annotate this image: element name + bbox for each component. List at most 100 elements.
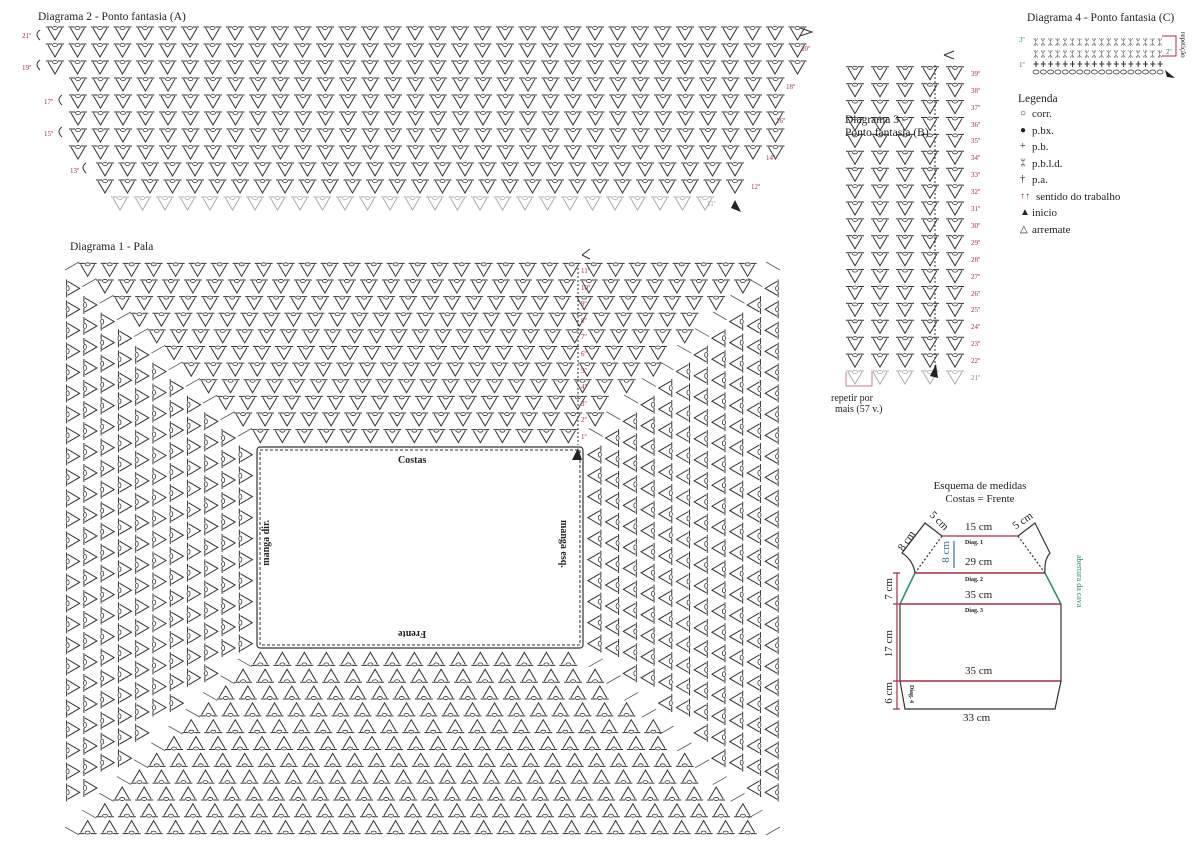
v-stitch bbox=[542, 412, 561, 428]
v-stitch bbox=[693, 492, 709, 511]
v-stitch bbox=[306, 312, 325, 328]
v-stitch bbox=[608, 43, 627, 58]
v-stitch bbox=[468, 718, 487, 734]
v-stitch bbox=[317, 651, 336, 667]
v-stitch bbox=[896, 99, 914, 115]
v-stitch bbox=[169, 400, 185, 419]
v-stitch bbox=[645, 279, 664, 294]
v-stitch bbox=[336, 196, 354, 211]
v-stitch bbox=[159, 111, 177, 126]
v-stitch bbox=[496, 60, 514, 75]
v-stitch bbox=[300, 412, 319, 428]
v-stitch bbox=[284, 312, 303, 328]
v-stitch bbox=[482, 769, 501, 785]
v-stitch bbox=[579, 802, 598, 818]
d3-row-label: 27º bbox=[971, 272, 981, 281]
v-stitch bbox=[490, 362, 509, 378]
v-stitch bbox=[348, 395, 367, 411]
v-stitch bbox=[117, 644, 133, 663]
v-stitch bbox=[871, 268, 889, 284]
svg-text:ᛯ: ᛯ bbox=[1128, 49, 1133, 59]
v-stitch bbox=[529, 378, 548, 394]
v-stitch bbox=[306, 769, 325, 785]
armhole-opening: abertura da cava bbox=[1075, 555, 1084, 608]
v-stitch bbox=[946, 268, 964, 284]
svg-text:ᛯ: ᛯ bbox=[1150, 37, 1155, 47]
v-stitch bbox=[764, 552, 780, 571]
v-stitch bbox=[846, 234, 864, 250]
v-stitch bbox=[65, 573, 81, 592]
v-stitch bbox=[316, 77, 335, 92]
v-stitch bbox=[604, 639, 620, 658]
v-stitch bbox=[314, 362, 333, 378]
v-stitch bbox=[100, 375, 116, 394]
v-stitch bbox=[546, 685, 565, 700]
v-stitch bbox=[139, 802, 158, 818]
v-stitch bbox=[721, 94, 740, 109]
v-stitch bbox=[710, 497, 726, 516]
v-stitch bbox=[519, 111, 537, 126]
svg-text:ᛯ: ᛯ bbox=[1091, 37, 1096, 47]
v-stitch bbox=[627, 735, 645, 751]
v-stitch bbox=[846, 150, 864, 166]
v-stitch bbox=[921, 217, 939, 233]
v-stitch bbox=[696, 196, 714, 211]
v-stitch bbox=[169, 673, 185, 692]
v-stitch bbox=[226, 145, 245, 160]
v-stitch bbox=[134, 681, 150, 700]
v-stitch bbox=[592, 312, 611, 328]
v-stitch bbox=[161, 279, 180, 294]
v-stitch bbox=[675, 328, 694, 344]
finish-arrow-icon bbox=[581, 248, 591, 260]
v-stitch bbox=[136, 77, 155, 92]
v-stitch bbox=[728, 732, 744, 751]
v-stitch bbox=[96, 162, 114, 177]
v-stitch bbox=[117, 686, 133, 705]
v-stitch bbox=[221, 555, 237, 574]
slip-stitch-icon: ● bbox=[1020, 124, 1027, 136]
v-stitch bbox=[226, 43, 244, 58]
v-stitch bbox=[181, 111, 200, 126]
v-stitch bbox=[100, 543, 116, 562]
v-stitch bbox=[257, 328, 276, 344]
d3-row-label: 32º bbox=[971, 188, 981, 197]
v-stitch bbox=[117, 392, 133, 411]
v-stitch bbox=[728, 648, 744, 667]
v-stitch bbox=[766, 94, 785, 109]
v-stitch bbox=[226, 60, 244, 75]
v-stitch bbox=[69, 111, 87, 126]
v-stitch bbox=[487, 295, 506, 311]
v-stitch bbox=[271, 111, 290, 126]
v-stitch bbox=[117, 497, 133, 516]
v-stitch bbox=[693, 450, 709, 469]
v-stitch bbox=[658, 162, 677, 177]
v-stitch bbox=[568, 162, 587, 177]
d2-row-label: 16º bbox=[776, 117, 786, 125]
v-stitch bbox=[509, 785, 528, 801]
v-stitch bbox=[519, 94, 537, 109]
v-stitch bbox=[515, 651, 534, 667]
v-stitch bbox=[429, 145, 447, 160]
v-stitch bbox=[520, 668, 539, 684]
v-stitch bbox=[253, 162, 272, 177]
v-stitch bbox=[118, 162, 137, 177]
v-stitch bbox=[531, 295, 550, 311]
v-stitch bbox=[654, 111, 672, 126]
v-stitch bbox=[641, 785, 660, 801]
v-stitch bbox=[397, 378, 416, 394]
v-stitch bbox=[622, 664, 638, 683]
v-stitch bbox=[681, 162, 699, 177]
v-stitch bbox=[134, 639, 150, 658]
v-stitch bbox=[383, 43, 402, 58]
v-stitch bbox=[392, 685, 411, 700]
v-stitch bbox=[91, 26, 109, 41]
v-stitch bbox=[284, 769, 303, 785]
v-stitch bbox=[519, 77, 537, 92]
v-stitch bbox=[507, 701, 526, 717]
v-stitch bbox=[586, 592, 602, 611]
v-stitch bbox=[405, 428, 424, 444]
svg-text:ᛯ: ᛯ bbox=[1055, 37, 1060, 47]
v-stitch bbox=[676, 43, 694, 58]
v-stitch bbox=[657, 568, 673, 587]
